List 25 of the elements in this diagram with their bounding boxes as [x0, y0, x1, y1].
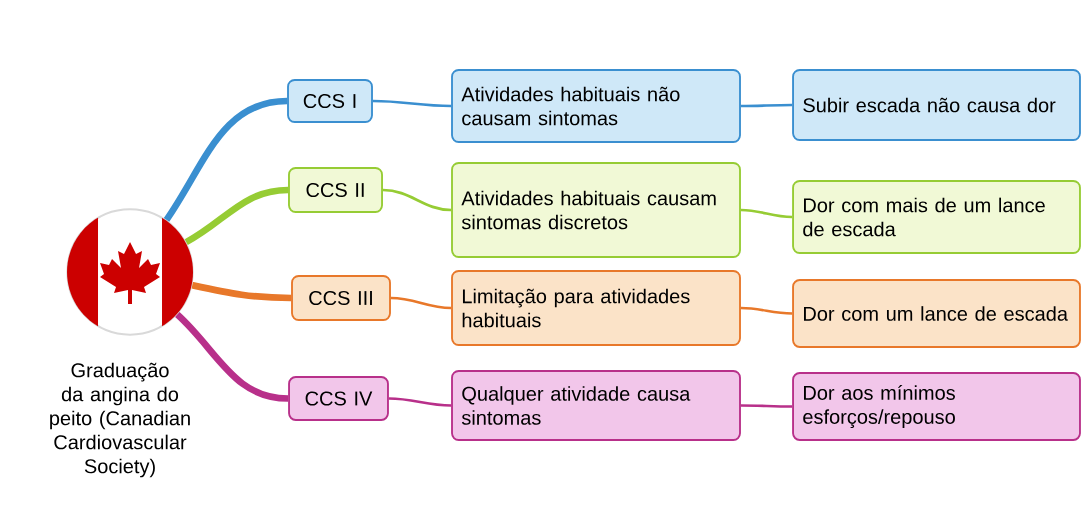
connector: [184, 186, 289, 245]
level-box: CCS IV: [288, 376, 389, 421]
description-box: Subir escada não causa dor: [792, 69, 1081, 141]
connector: [175, 312, 289, 402]
description-box: Dor com um lance de escada: [792, 279, 1081, 348]
connector: [163, 97, 288, 222]
description-box: Dor com mais de um lance de escada: [792, 180, 1081, 254]
level-box: CCS II: [288, 167, 383, 213]
connector: [382, 188, 452, 212]
connector: [388, 397, 452, 407]
level-box: CCS III: [291, 275, 391, 321]
description-box: Atividades habituais não causam sintomas: [451, 69, 741, 143]
description-box: Qualquer atividade causa sintomas: [451, 370, 741, 441]
description-box: Dor aos mínimos esforços/repouso: [792, 372, 1081, 441]
description-box: Atividades habituais causam sintomas discretos: [451, 162, 741, 258]
description-box: Limitação para atividades habituais: [451, 270, 741, 346]
connector: [740, 103, 793, 108]
node-label: Graduação da angina do peito (Canadian Cardiovascular Society): [50, 362, 190, 478]
connector: [390, 296, 452, 310]
connector: [740, 306, 793, 315]
connector: [372, 99, 452, 108]
level-box: CCS I: [287, 79, 373, 123]
connector: [191, 281, 292, 302]
connector: [740, 208, 793, 219]
connector: [740, 404, 793, 408]
